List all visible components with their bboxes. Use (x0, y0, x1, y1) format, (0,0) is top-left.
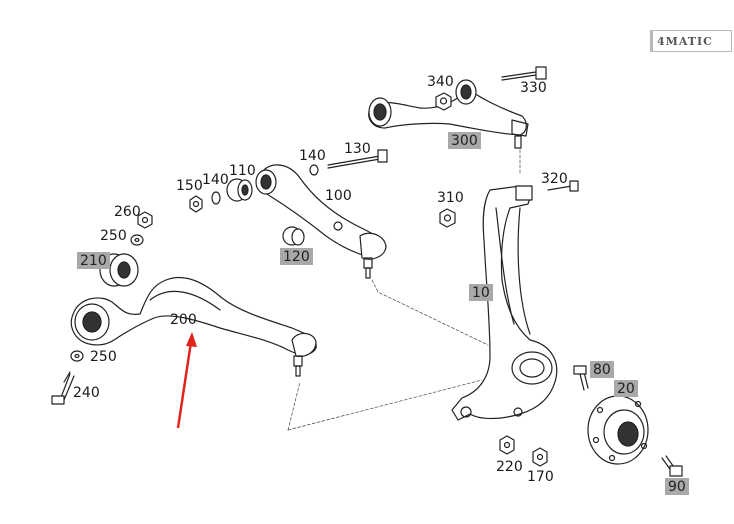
washer-250-bottom (70, 350, 84, 362)
part-label-150: 150 (176, 178, 203, 194)
part-label-250-top: 250 (100, 228, 127, 244)
lower-control-arm-200 (70, 276, 317, 377)
nut-310 (439, 208, 456, 228)
part-label-80: 80 (590, 361, 614, 378)
steering-knuckle-10 (451, 185, 558, 421)
part-label-210: 210 (77, 252, 110, 269)
part-label-300: 300 (448, 132, 481, 149)
washer-140-left (211, 191, 221, 205)
strut-arm-100 (255, 164, 387, 279)
part-label-250-bottom: 250 (90, 349, 117, 365)
leader-lines (287, 149, 521, 431)
badge-bar (651, 31, 653, 51)
upper-control-arm-300 (368, 79, 529, 149)
part-label-220: 220 (496, 459, 523, 475)
part-label-340: 340 (427, 74, 454, 90)
pointer-arrow (176, 332, 197, 429)
bolt-80 (573, 365, 589, 391)
badge-text: 4MATIC (657, 34, 713, 48)
nut-260 (137, 211, 153, 229)
bolt-90 (661, 455, 683, 477)
part-label-10: 10 (469, 284, 493, 301)
part-label-20: 20 (614, 380, 638, 397)
wheel-hub-20 (587, 395, 649, 465)
part-label-330: 330 (520, 80, 547, 96)
bushing-120 (282, 226, 305, 246)
part-label-90: 90 (665, 478, 689, 495)
part-label-320: 320 (541, 171, 568, 187)
nut-170 (532, 447, 548, 467)
washer-250-top (130, 234, 144, 246)
part-label-310: 310 (437, 190, 464, 206)
bolt-320 (547, 180, 579, 192)
bolt-240 (51, 371, 75, 405)
part-label-130: 130 (344, 141, 371, 157)
part-label-100: 100 (325, 188, 352, 204)
washer-140-top (309, 164, 319, 176)
4matic-badge: 4MATIC (650, 30, 732, 52)
nut-220 (499, 435, 515, 455)
part-label-120: 120 (280, 248, 313, 265)
bolt-330 (501, 66, 547, 81)
part-label-240: 240 (73, 385, 100, 401)
part-label-140-left: 140 (202, 172, 229, 188)
bushing-110 (226, 178, 253, 202)
washer-150 (189, 195, 203, 213)
bolt-130 (327, 149, 388, 169)
nut-340 (435, 92, 452, 111)
part-label-260: 260 (114, 204, 141, 220)
part-label-140-top: 140 (299, 148, 326, 164)
part-label-170: 170 (527, 469, 554, 485)
part-label-110: 110 (229, 163, 256, 179)
part-label-200: 200 (170, 312, 197, 328)
